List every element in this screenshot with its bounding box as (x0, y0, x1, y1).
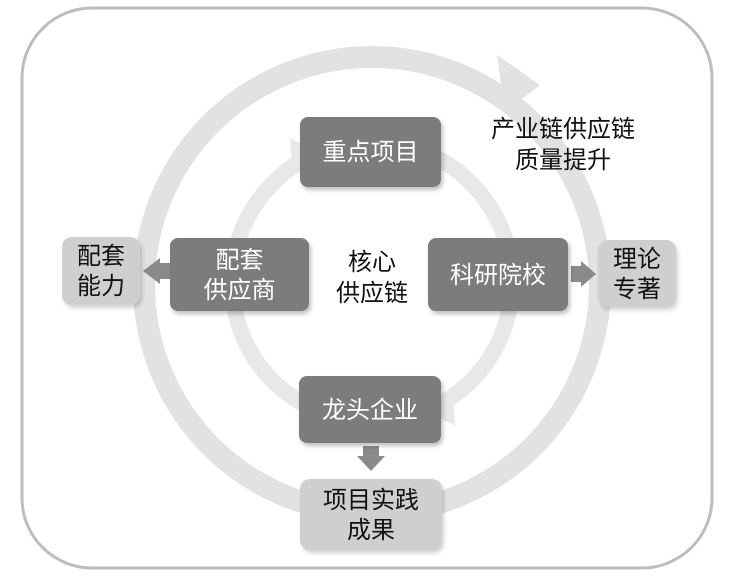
node-left-output-line2: 能力 (77, 272, 125, 300)
outer-ring-label: 产业链供应链 质量提升 (478, 114, 648, 176)
node-right: 科研院校 (428, 238, 568, 311)
center-label-line2: 供应链 (336, 279, 408, 308)
node-left-line1: 配套 (215, 245, 264, 274)
node-right-output: 理论 专著 (598, 240, 676, 307)
node-top-line1: 重点项目 (322, 138, 419, 166)
node-left-output-line1: 配套 (77, 242, 125, 270)
node-bottom-output-line1: 项目实践 (323, 485, 419, 514)
node-bottom-output-line2: 成果 (347, 515, 395, 544)
center-label-line1: 核心 (348, 248, 396, 276)
node-top: 重点项目 (300, 117, 441, 187)
node-left-output: 配套 能力 (62, 237, 140, 305)
arrow-to-left-output (143, 258, 172, 284)
node-left: 配套 供应商 (170, 238, 309, 311)
node-bottom-output: 项目实践 成果 (300, 479, 442, 550)
node-right-line1: 科研院校 (450, 260, 546, 289)
node-bottom-line1: 龙头企业 (322, 395, 418, 424)
outer-ring-label-line2: 质量提升 (515, 146, 611, 175)
node-left-line2: 供应商 (203, 275, 276, 304)
center-label: 核心 供应链 (322, 247, 422, 309)
outer-ring-label-line1: 产业链供应链 (491, 115, 635, 143)
arrow-to-bottom-output (357, 446, 385, 471)
node-right-output-line2: 专著 (613, 274, 661, 303)
node-bottom: 龙头企业 (299, 376, 441, 443)
arrow-to-right-output (571, 261, 596, 287)
outer-cycle-arrowhead (497, 55, 540, 112)
node-right-output-line1: 理论 (613, 244, 661, 273)
